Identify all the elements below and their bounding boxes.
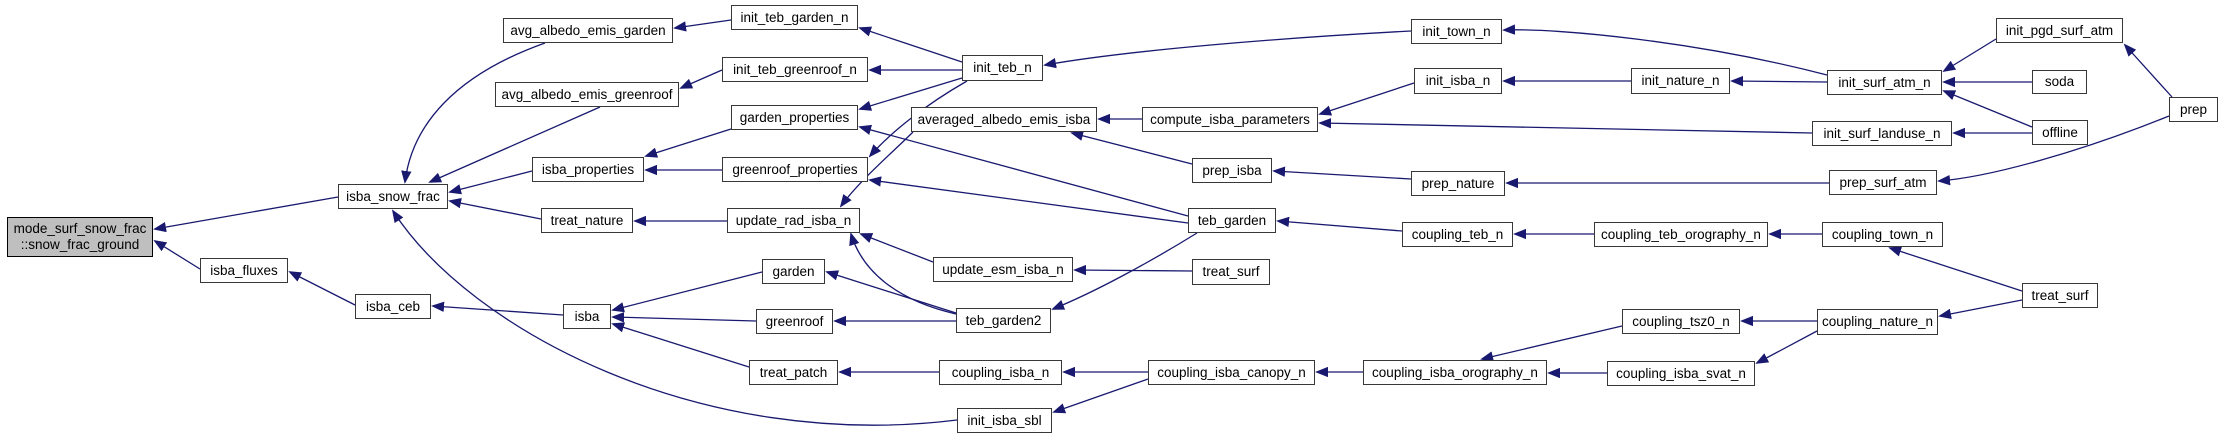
edge-init_isba_sbl-to-isba_snow_frac [391,209,958,426]
edge-isba-to-isba_ceb [431,301,564,316]
edge-garden-to-isba [611,271,763,313]
graph-node-greenroof[interactable]: greenroof [756,309,833,334]
graph-node-isba[interactable]: isba [563,304,611,329]
edge-treat_surf_mid-to-update_esm_isba_n [1073,264,1193,276]
edge-coupling_isba_canopy_n-to-init_isba_sbl [1052,378,1149,414]
graph-node-prep[interactable]: prep [2169,97,2218,122]
graph-node-avg_albedo_emis_greenroof[interactable]: avg_albedo_emis_greenroof [495,82,679,107]
graph-node-update_rad_isba_n[interactable]: update_rad_isba_n [727,208,860,233]
graph-node-teb_garden2[interactable]: teb_garden2 [956,308,1051,333]
edge-greenroof-to-isba [611,312,757,323]
graph-node-update_esm_isba_n[interactable]: update_esm_isba_n [933,257,1073,282]
edge-isba_fluxes-to-root [153,239,201,270]
edge-prep-to-init_pgd_surf_atm [2123,43,2173,98]
edge-init_isba_n-to-compute_isba_parameters [1318,82,1415,116]
edge-prep-to-prep_surf_atm [1937,115,2170,186]
graph-node-avg_albedo_emis_garden[interactable]: avg_albedo_emis_garden [503,18,673,43]
edge-isba_properties-to-isba_snow_frac [448,170,533,195]
graph-node-init_surf_atm_n[interactable]: init_surf_atm_n [1827,70,1942,95]
graph-node-coupling_isba_n[interactable]: coupling_isba_n [939,360,1062,385]
edge-avg_albedo_emis_greenroof-to-isba_snow_frac [428,106,601,183]
edge-init_teb_n-to-greenroof_properties [868,80,968,158]
graph-node-init_teb_greenroof_n[interactable]: init_teb_greenroof_n [722,57,868,82]
edge-teb_garden-to-teb_garden2 [1051,232,1198,310]
edge-treat_surf_right-to-coupling_town_n [1888,246,2023,292]
edge-init_teb_garden_n-to-avg_albedo_emis_garden [673,19,732,32]
edge-coupling_teb_n-to-teb_garden [1276,216,1403,232]
graph-node-offline[interactable]: offline [2032,120,2088,145]
edge-isba_snow_frac-to-root [153,196,339,233]
graph-node-init_teb_garden_n[interactable]: init_teb_garden_n [731,5,858,30]
graph-node-init_isba_sbl[interactable]: init_isba_sbl [957,408,1052,433]
edge-teb_garden2-to-garden [825,270,957,314]
graph-node-isba_ceb[interactable]: isba_ceb [355,294,431,319]
graph-node-init_isba_n[interactable]: init_isba_n [1414,68,1502,94]
edge-averaged_albedo_emis_isba-to-update_rad_isba_n [839,131,914,208]
edge-update_esm_isba_n-to-update_rad_isba_n [859,233,934,263]
edge-garden_properties-to-isba_properties [644,128,732,158]
edge-init_teb_n-to-init_teb_garden_n [858,26,963,63]
edge-prep_nature-to-prep_isba [1272,166,1412,180]
graph-node-isba_snow_frac[interactable]: isba_snow_frac [338,184,448,209]
edge-init_teb_n-to-garden_properties [858,77,963,111]
edge-init_pgd_surf_atm-to-init_surf_atm_n [1942,38,1997,73]
graph-node-prep_isba[interactable]: prep_isba [1192,158,1272,183]
graph-node-coupling_nature_n[interactable]: coupling_nature_n [1817,309,1938,335]
edge-treat_nature-to-isba_snow_frac [448,198,542,220]
graph-node-init_surf_landuse_n[interactable]: init_surf_landuse_n [1812,121,1952,146]
graph-node-coupling_teb_orography_n[interactable]: coupling_teb_orography_n [1594,222,1768,247]
edge-treat_patch-to-isba [611,322,750,368]
edge-coupling_tsz0_n-to-coupling_isba_orography_n [1480,325,1623,362]
graph-node-prep_surf_atm[interactable]: prep_surf_atm [1829,170,1937,195]
graph-node-coupling_teb_n[interactable]: coupling_teb_n [1402,222,1513,247]
edge-offline-to-init_surf_atm_n [1942,90,2033,128]
edge-treat_surf_right-to-coupling_nature_n [1938,299,2023,319]
graph-node-root: mode_surf_snow_frac ::snow_frac_ground [7,217,153,257]
graph-node-soda[interactable]: soda [2032,70,2087,94]
graph-node-coupling_isba_svat_n[interactable]: coupling_isba_svat_n [1607,361,1755,386]
graph-node-treat_patch[interactable]: treat_patch [749,360,838,385]
graph-node-init_pgd_surf_atm[interactable]: init_pgd_surf_atm [1996,18,2123,43]
graph-node-init_town_n[interactable]: init_town_n [1411,19,1502,44]
edge-avg_albedo_emis_garden-to-isba_snow_frac [401,42,546,184]
edge-teb_garden-to-garden_properties [858,124,1189,217]
graph-node-coupling_tsz0_n[interactable]: coupling_tsz0_n [1622,309,1740,334]
edge-coupling_nature_n-to-coupling_isba_svat_n [1755,330,1818,364]
graph-node-isba_fluxes[interactable]: isba_fluxes [200,258,288,283]
graph-node-averaged_albedo_emis_isba[interactable]: averaged_albedo_emis_isba [911,107,1097,132]
graph-node-garden_properties[interactable]: garden_properties [731,105,858,130]
graph-node-init_nature_n[interactable]: init_nature_n [1631,68,1730,94]
edge-init_surf_atm_n-to-init_town_n [1502,24,1828,76]
edge-init_surf_landuse_n-to-compute_isba_parameters [1318,118,1813,134]
edge-teb_garden2-to-update_rad_isba_n [849,232,957,315]
graph-node-teb_garden[interactable]: teb_garden [1188,208,1276,233]
graph-node-init_teb_n[interactable]: init_teb_n [962,55,1043,81]
graph-node-treat_surf_mid[interactable]: treat_surf [1192,259,1270,285]
graph-node-greenroof_properties[interactable]: greenroof_properties [722,157,868,182]
graph-node-prep_nature[interactable]: prep_nature [1411,171,1505,196]
graph-node-treat_surf_right[interactable]: treat_surf [2022,283,2098,308]
edge-init_teb_greenroof_n-to-avg_albedo_emis_greenroof [679,69,723,89]
edge-init_town_n-to-init_teb_n [1043,30,1412,69]
edge-isba_ceb-to-isba_fluxes [288,271,356,306]
edge-prep_isba-to-averaged_albedo_emis_isba [1070,130,1193,165]
edge-teb_garden-to-greenroof_properties [868,176,1189,224]
graph-node-coupling_town_n[interactable]: coupling_town_n [1822,222,1943,247]
graph-node-compute_isba_parameters[interactable]: compute_isba_parameters [1142,107,1318,132]
graph-node-isba_properties[interactable]: isba_properties [532,157,644,182]
graph-node-garden[interactable]: garden [762,259,825,284]
graph-node-coupling_isba_canopy_n[interactable]: coupling_isba_canopy_n [1148,360,1315,385]
graph-node-coupling_isba_orography_n[interactable]: coupling_isba_orography_n [1363,360,1547,385]
edge-init_surf_atm_n-to-init_nature_n [1730,75,1828,87]
graph-node-treat_nature[interactable]: treat_nature [541,208,633,233]
